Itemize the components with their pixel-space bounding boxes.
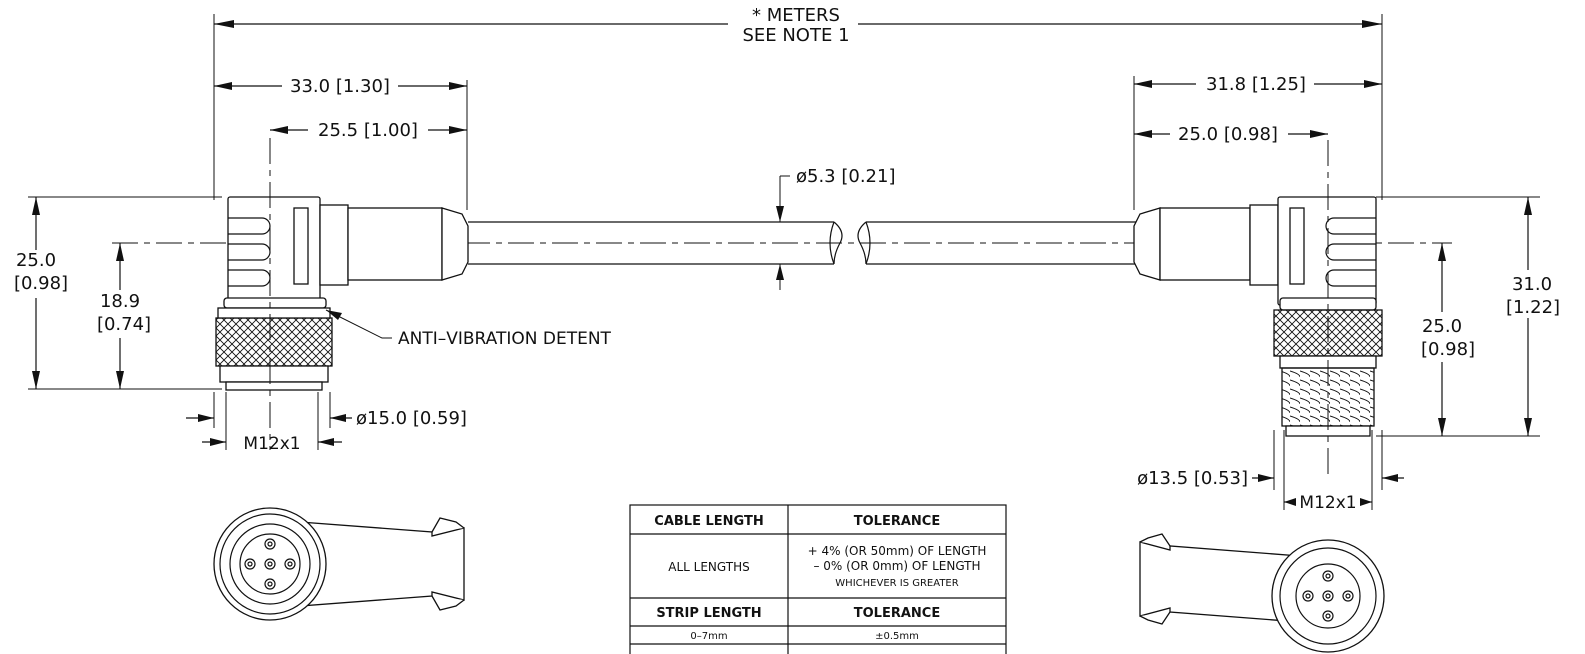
overall-length-note: SEE NOTE 1 [742, 25, 849, 46]
table-header-tolerance: TOLERANCE [854, 514, 940, 529]
table-strip-tolerance: ±0.5mm [875, 631, 919, 642]
right-end-view [1139, 533, 1385, 653]
table-tol-line3: WHICHEVER IS GREATER [835, 578, 958, 589]
right-height-mm: 31.0 [1512, 274, 1552, 295]
cable-diameter-dimension: ø5.3 [0.21] [776, 166, 895, 290]
left-connector [215, 138, 469, 450]
right-center-height-in: [0.98] [1421, 339, 1475, 360]
table-header-strip-length: STRIP LENGTH [656, 606, 761, 621]
left-total-length: 33.0 [1.30] [290, 76, 390, 97]
right-center-height-mm: 25.0 [1422, 316, 1462, 337]
right-center-length: 25.0 [0.98] [1178, 124, 1278, 145]
detent-label: ANTI–VIBRATION DETENT [398, 329, 612, 349]
left-end-view [213, 507, 465, 621]
cable [468, 221, 1138, 265]
right-height-in: [1.22] [1506, 297, 1560, 318]
table-tol-line2: – 0% (OR 0mm) OF LENGTH [813, 559, 980, 573]
right-height-dimension: 31.0 [1.22] 25.0 [0.98] [1376, 196, 1560, 437]
table-header-strip-tolerance: TOLERANCE [854, 606, 940, 621]
right-length-dimension: 31.8 [1.25] 25.0 [0.98] [1133, 74, 1382, 210]
right-thread-label: M12x1 [1299, 493, 1356, 513]
left-diameter-label: ø15.0 [0.59] [356, 408, 467, 429]
left-height-mm: 25.0 [16, 250, 56, 271]
right-diameter-dimension: ø13.5 [0.53] M12x1 [1137, 430, 1404, 513]
right-diameter-label: ø13.5 [0.53] [1137, 468, 1248, 489]
left-thread-label: M12x1 [243, 434, 300, 454]
overall-length-dimension: * METERS SEE NOTE 1 [213, 5, 1383, 200]
table-header-cable-length: CABLE LENGTH [654, 514, 763, 529]
right-total-length: 31.8 [1.25] [1206, 74, 1306, 95]
table-tol-line1: + 4% (OR 50mm) OF LENGTH [808, 544, 987, 558]
tolerance-table: CABLE LENGTH TOLERANCE ALL LENGTHS + 4% … [629, 504, 1007, 654]
left-center-height-mm: 18.9 [100, 291, 140, 312]
left-center-length: 25.5 [1.00] [318, 120, 418, 141]
left-length-dimension: 33.0 [1.30] 25.5 [1.00] [214, 76, 468, 210]
table-all-lengths: ALL LENGTHS [668, 560, 749, 574]
table-strip-range: 0–7mm [690, 631, 727, 642]
left-height-in: [0.98] [14, 273, 68, 294]
detent-callout: ANTI–VIBRATION DETENT [325, 309, 612, 349]
left-height-dimension: 25.0 [0.98] 18.9 [0.74] [14, 196, 222, 390]
left-diameter-dimension: ø15.0 [0.59] M12x1 [186, 392, 467, 454]
right-connector [1133, 140, 1383, 480]
overall-length-label: * METERS [752, 5, 840, 26]
cable-diameter-label: ø5.3 [0.21] [796, 166, 895, 187]
left-center-height-in: [0.74] [97, 314, 151, 335]
